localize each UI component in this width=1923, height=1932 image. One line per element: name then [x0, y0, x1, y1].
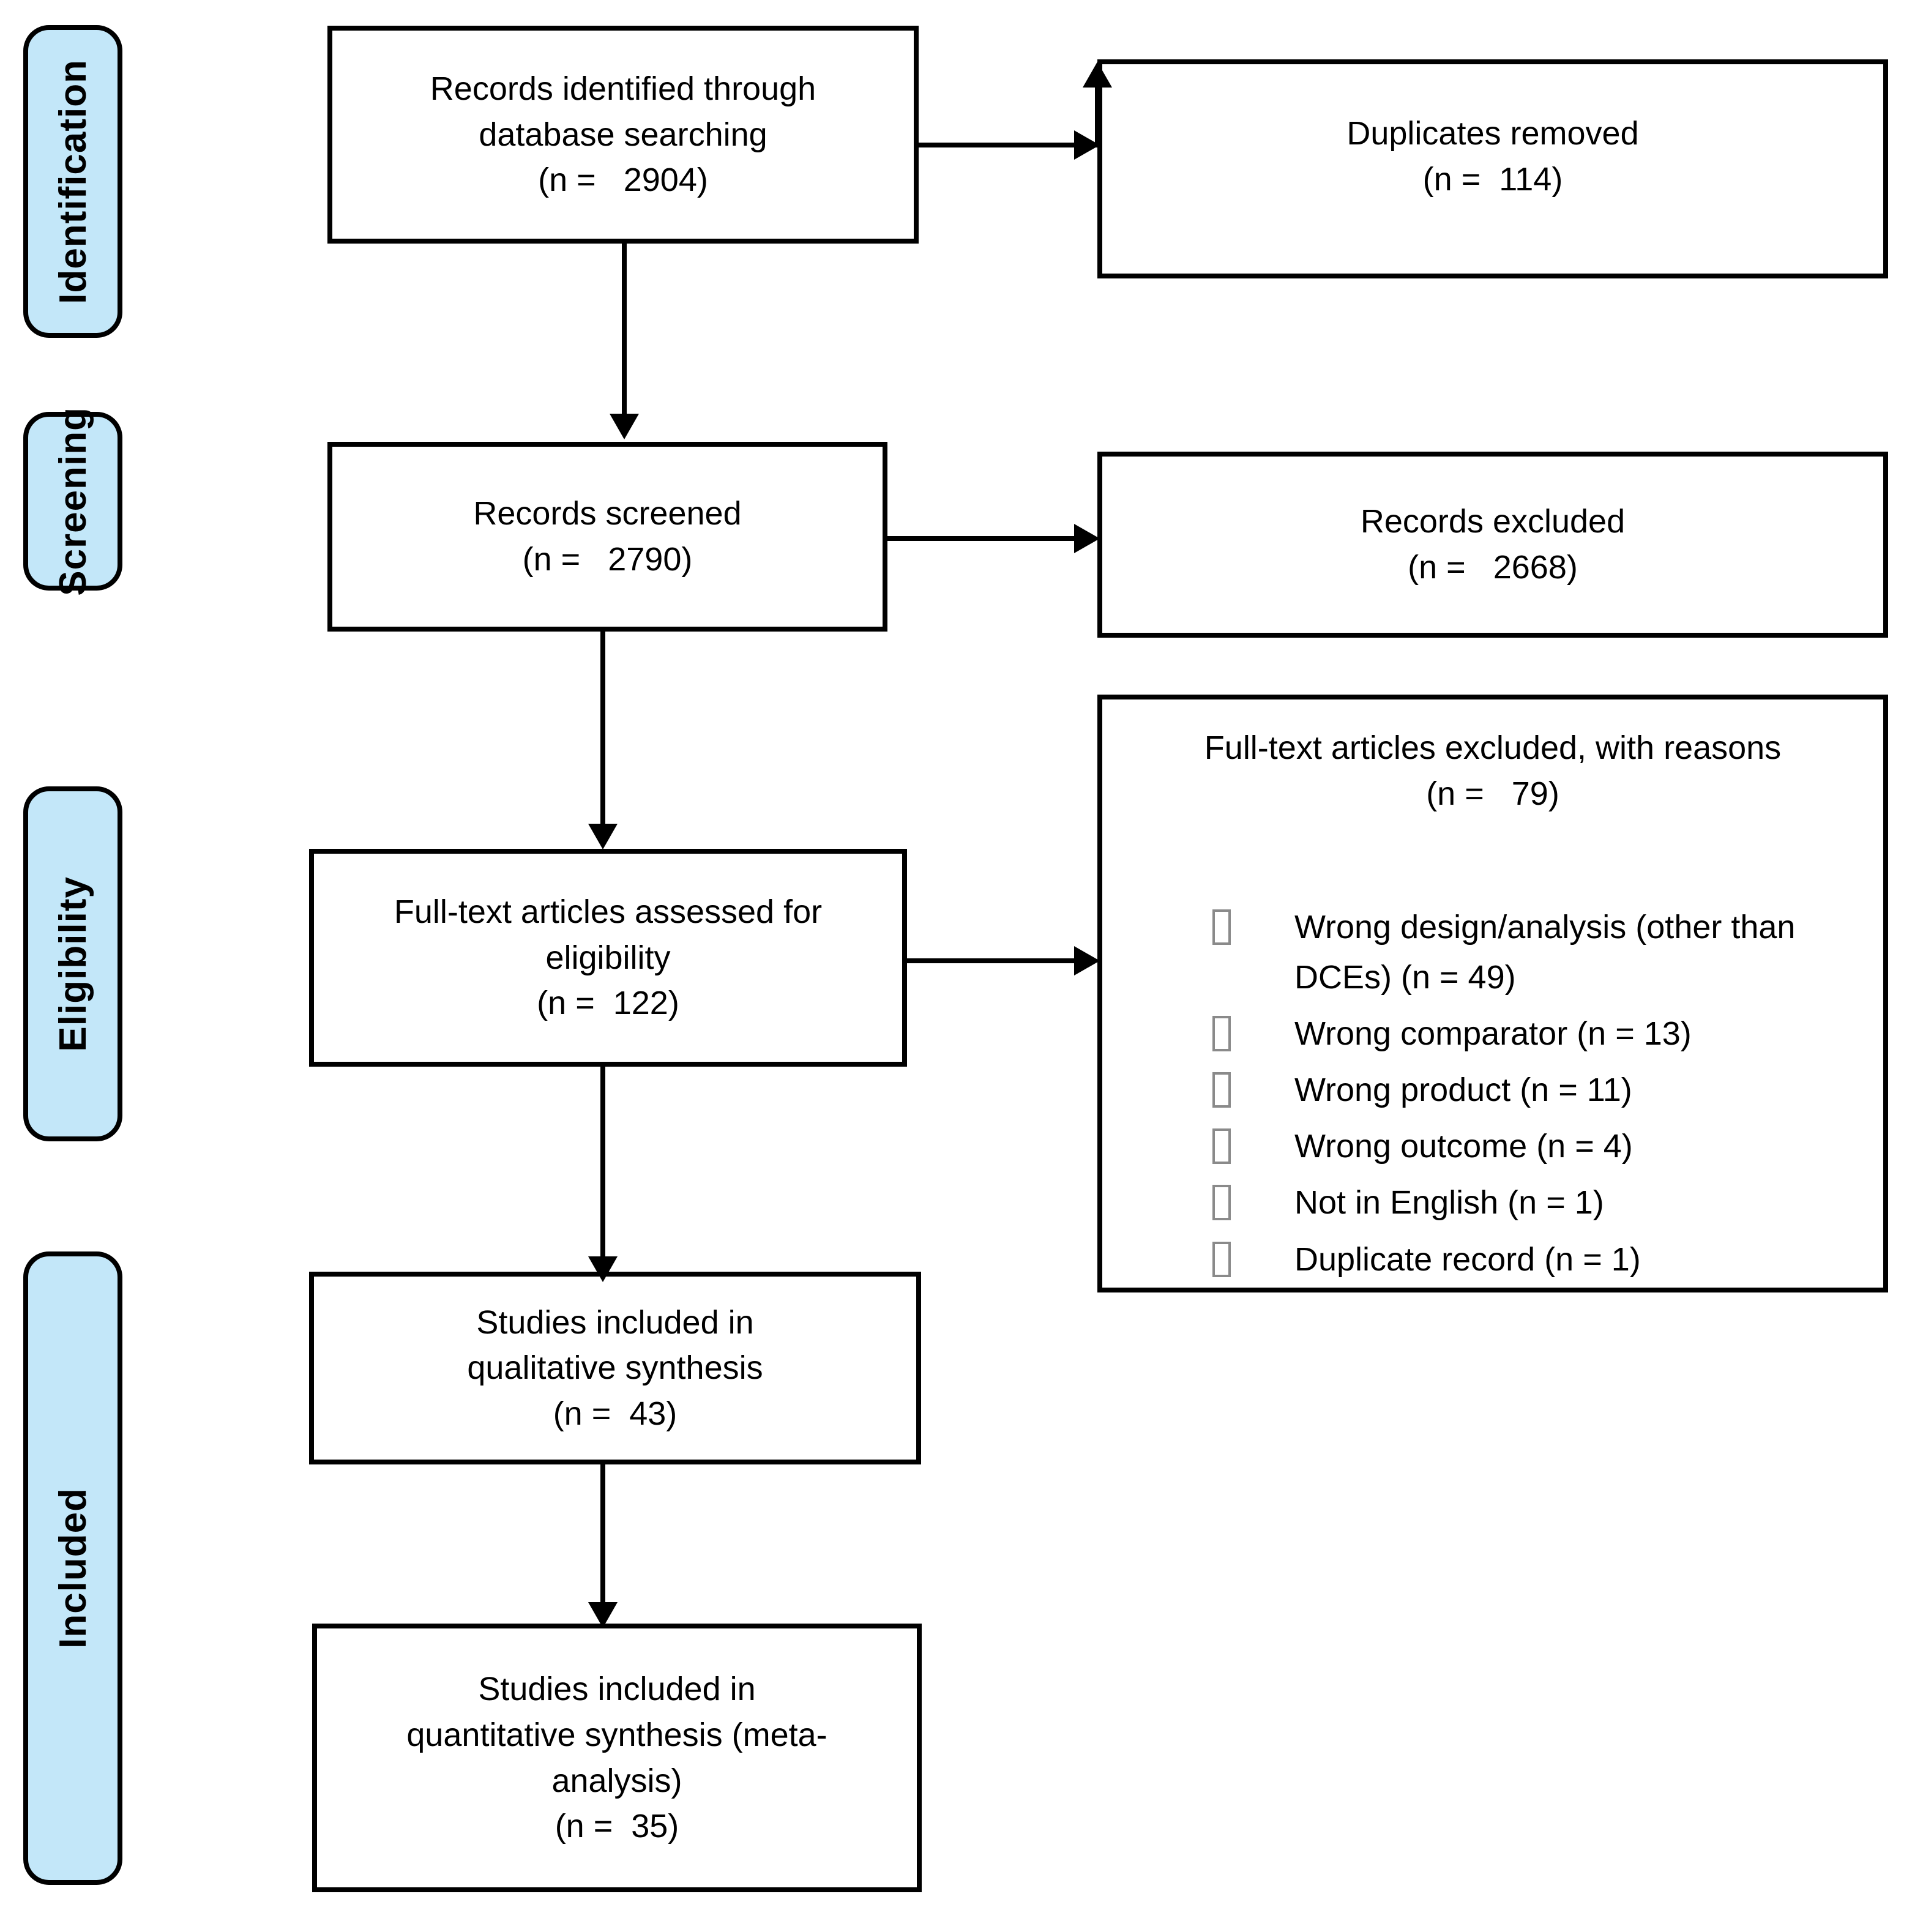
exclusion-reason-item: Wrong design/analysis (other than DCEs) … — [1212, 902, 1846, 1002]
arrow-screened-to-assessed-line — [600, 632, 605, 825]
arrow-identified-to-screened-head-icon — [610, 414, 639, 439]
box-records-excluded-line1: Records excluded — [1360, 503, 1626, 540]
box-records-excluded-count: (n = 2668) — [1408, 549, 1578, 586]
box-quantitative-count: (n = 35) — [554, 1808, 679, 1845]
stage-label-identification: Identification — [23, 25, 122, 338]
box-qualitative-line1: Studies included in — [476, 1304, 754, 1341]
stage-label-eligibility-text: Eligibility — [51, 876, 94, 1052]
exclusion-reason-item: Wrong product (n = 11) — [1212, 1065, 1846, 1115]
arrow-identified-to-screened-line — [622, 244, 627, 415]
exclusion-reason-text: Not in English (n = 1) — [1294, 1184, 1604, 1221]
box-records-screened-count: (n = 2790) — [522, 541, 693, 578]
stage-label-eligibility: Eligibility — [23, 786, 122, 1141]
stage-label-identification-text: Identification — [51, 59, 94, 304]
stage-label-screening-text: Screening — [51, 406, 94, 596]
exclusion-reason-item: Wrong comparator (n = 13) — [1212, 1009, 1846, 1059]
arrow-up-duplicates-head-icon — [1083, 62, 1112, 88]
arrow-qualitative-to-quantitative-head-icon — [588, 1602, 618, 1628]
bullet-square-icon — [1212, 909, 1231, 945]
box-duplicates-removed-line1: Duplicates removed — [1346, 115, 1639, 152]
box-duplicates-removed-count: (n = 114) — [1422, 161, 1563, 198]
stage-label-included-text: Included — [51, 1488, 94, 1649]
box-records-screened: Records screened (n = 2790) — [327, 442, 887, 632]
box-fulltext-excluded: Full-text articles excluded, with reason… — [1097, 695, 1888, 1292]
arrow-assessed-to-qualitative-head-icon — [588, 1256, 618, 1282]
box-records-identified-line1: Records identified through — [430, 70, 816, 108]
arrow-screened-to-excluded-line — [887, 536, 1075, 541]
box-fulltext-assessed-line2: eligibility — [545, 939, 671, 976]
box-fulltext-assessed-count: (n = 122) — [537, 985, 679, 1022]
arrow-qualitative-to-quantitative-line — [600, 1464, 605, 1603]
exclusion-reason-item: Duplicate record (n = 1) — [1212, 1234, 1846, 1285]
arrow-assessed-to-ftexcluded-head-icon — [1074, 946, 1100, 975]
exclusion-reason-text: Duplicate record (n = 1) — [1294, 1240, 1641, 1278]
bullet-square-icon — [1212, 1241, 1231, 1277]
exclusion-reasons-list: Wrong design/analysis (other than DCEs) … — [1139, 902, 1846, 1291]
bullet-square-icon — [1212, 1072, 1231, 1108]
box-qualitative-line2: qualitative synthesis — [467, 1349, 763, 1387]
arrow-screened-to-assessed-head-icon — [588, 824, 618, 849]
box-quantitative-line2: quantitative synthesis (meta- — [406, 1716, 827, 1753]
box-records-excluded: Records excluded (n = 2668) — [1097, 452, 1888, 638]
arrow-assessed-to-qualitative-line — [600, 1067, 605, 1258]
stage-label-included: Included — [23, 1251, 122, 1885]
box-qualitative-count: (n = 43) — [553, 1395, 678, 1432]
box-fulltext-excluded-title: Full-text articles excluded, with reason… — [1204, 729, 1782, 766]
box-records-identified: Records identified through database sear… — [327, 26, 919, 244]
exclusion-reason-text: Wrong design/analysis (other than DCEs) … — [1294, 909, 1805, 996]
stage-label-screening: Screening — [23, 407, 122, 595]
box-quantitative-synthesis: Studies included in quantitative synthes… — [312, 1624, 922, 1892]
bullet-square-icon — [1212, 1016, 1231, 1052]
box-fulltext-excluded-count: (n = 79) — [1426, 775, 1559, 812]
box-records-identified-count: (n = 2904) — [538, 162, 708, 199]
exclusion-reason-text: Wrong comparator (n = 13) — [1294, 1015, 1692, 1053]
box-fulltext-assessed-line1: Full-text articles assessed for — [394, 893, 823, 931]
arrow-assessed-to-ftexcluded-line — [907, 958, 1075, 963]
arrow-screened-to-excluded-head-icon — [1074, 524, 1100, 553]
bullet-square-icon — [1212, 1128, 1231, 1165]
box-records-screened-line1: Records screened — [473, 495, 742, 532]
box-records-identified-line2: database searching — [479, 116, 767, 153]
exclusion-reason-item: Not in English (n = 1) — [1212, 1177, 1846, 1228]
box-duplicates-removed: Duplicates removed (n = 114) — [1097, 59, 1888, 278]
exclusion-reason-item: Wrong outcome (n = 4) — [1212, 1121, 1846, 1171]
box-qualitative-synthesis: Studies included in qualitative synthesi… — [309, 1272, 921, 1464]
box-fulltext-assessed: Full-text articles assessed for eligibil… — [309, 849, 907, 1067]
exclusion-reason-text: Wrong product (n = 11) — [1294, 1072, 1632, 1109]
box-quantitative-line1: Studies included in — [478, 1671, 756, 1708]
arrow-up-duplicates-line — [1095, 88, 1100, 147]
box-quantitative-line3: analysis) — [551, 1762, 682, 1799]
exclusion-reason-text: Wrong outcome (n = 4) — [1294, 1128, 1633, 1165]
bullet-square-icon — [1212, 1185, 1231, 1221]
arrow-identified-to-duplicates-line — [919, 143, 1075, 147]
